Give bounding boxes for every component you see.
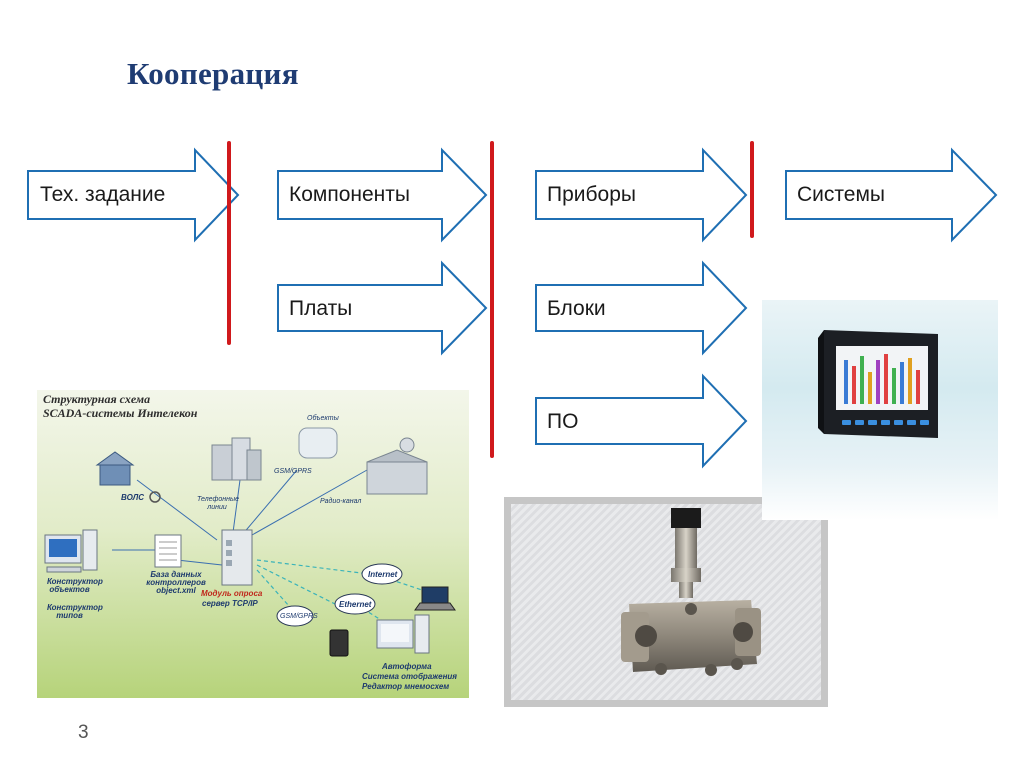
pressure-sensor-photo: [504, 497, 828, 707]
scada-label-server: сервер TCP/IP: [202, 599, 258, 608]
scada-network-drawing: [44, 427, 456, 657]
scada-structure-image: Структурная схема SCADA-системы Интелеко…: [37, 390, 469, 698]
arrow-boards: [277, 260, 488, 356]
scada-label-autoform: Автоформа: [382, 662, 432, 671]
scada-label-constructor-objects: Конструктор объектов: [47, 577, 103, 594]
label-systems: Системы: [797, 183, 885, 206]
pressure-sensor-drawing: [621, 508, 761, 676]
label-tech-task: Тех. задание: [40, 183, 166, 206]
scada-label-db: База данных контроллеров object.xml: [146, 570, 206, 595]
scada-label-objects: Объекты: [307, 415, 339, 422]
arrow-units: [535, 260, 748, 356]
scada-label-radio: Радио-канал: [320, 498, 362, 505]
slide-title: Кооперация: [127, 56, 299, 91]
label-units: Блоки: [547, 297, 606, 320]
scada-label-gsm-top: GSM/GPRS: [274, 468, 312, 475]
label-software: ПО: [547, 410, 579, 433]
scada-label-display: Система отображения: [362, 672, 457, 681]
scada-label-mnemo: Редактор мнемосхем: [362, 682, 450, 691]
scada-label-phone: Телефонные линии: [197, 496, 240, 511]
scada-label-vols: ВОЛС: [121, 493, 144, 502]
scada-label-gsm-bottom: GSM/GPRS: [280, 613, 318, 620]
scada-label-ethernet: Ethernet: [339, 600, 372, 609]
label-boards: Платы: [289, 297, 353, 320]
scada-label-module: Модуль опроса: [201, 589, 263, 598]
scada-title-line1: Структурная схема: [43, 392, 151, 406]
label-devices: Приборы: [547, 183, 636, 206]
page-number: 3: [78, 722, 89, 743]
scada-title-line2: SCADA-системы Интелекон: [43, 406, 198, 420]
arrow-devices: [535, 147, 748, 243]
arrow-tech-task: [27, 147, 240, 243]
scada-title: Структурная схема SCADA-системы Интелеко…: [43, 392, 197, 420]
label-components: Компоненты: [289, 183, 410, 206]
scada-label-constructor-types: Конструктор типов: [47, 603, 103, 620]
arrow-systems: [785, 147, 998, 243]
recorder-device-photo: [762, 300, 998, 520]
scada-label-internet: Internet: [368, 570, 398, 579]
arrow-software: [535, 373, 748, 469]
recorder-device-drawing: [818, 330, 938, 438]
arrow-components: [277, 147, 488, 243]
